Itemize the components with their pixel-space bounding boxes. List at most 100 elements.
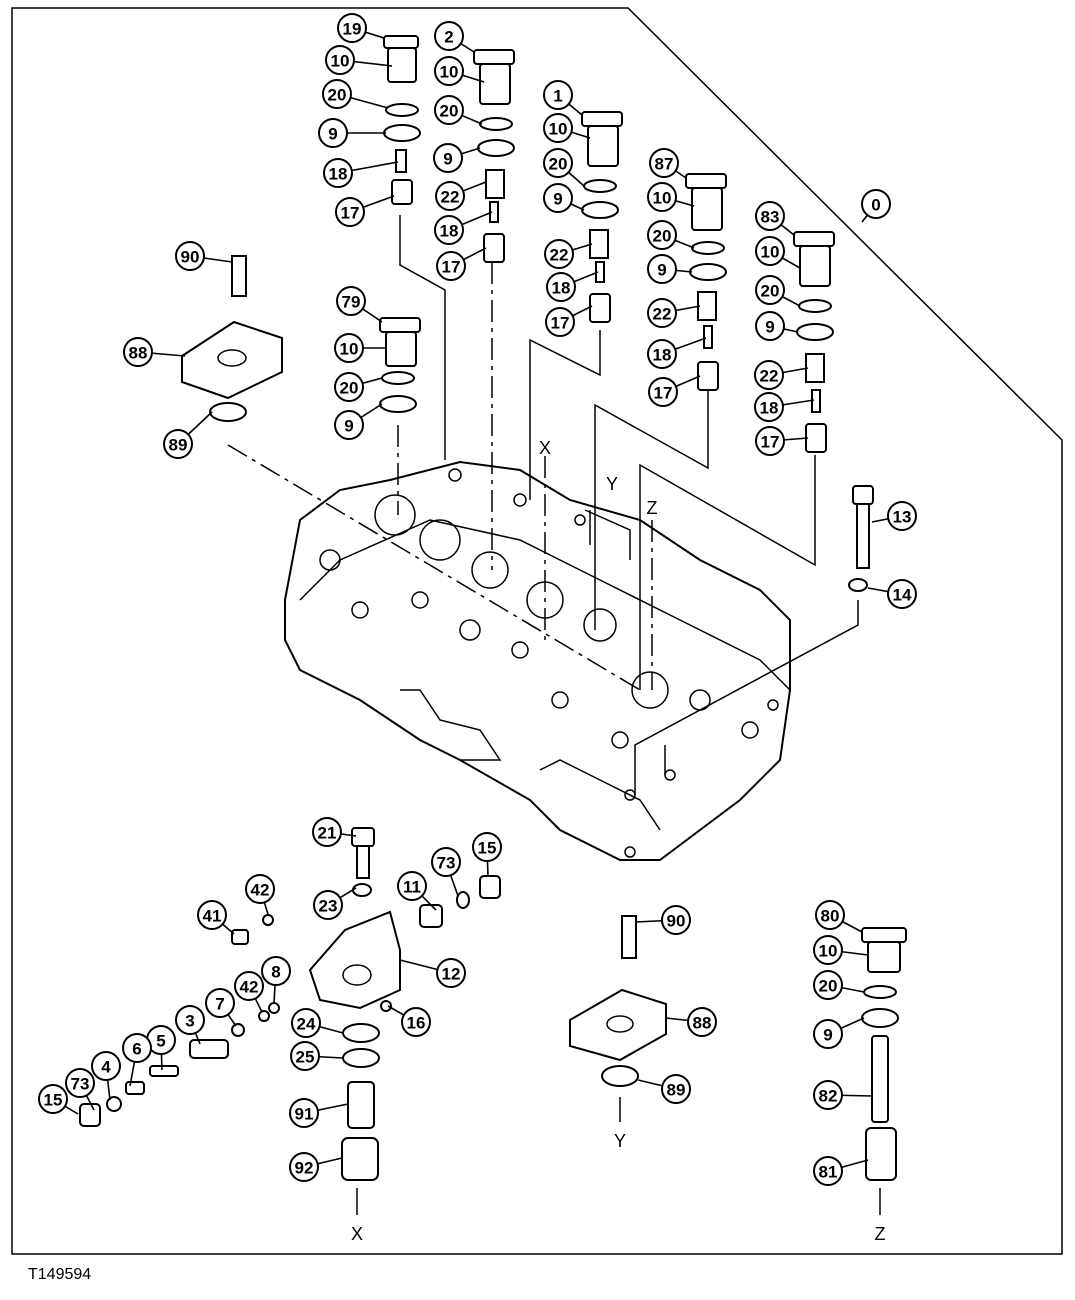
callout-circle [546, 272, 576, 302]
callout-20: 20 [813, 970, 843, 1000]
callout-label: 9 [344, 417, 353, 436]
callout-4: 4 [91, 1051, 121, 1081]
callout-label: 9 [553, 190, 562, 209]
callout-20: 20 [647, 220, 677, 250]
callout-17: 17 [335, 197, 365, 227]
callout-41: 41 [197, 900, 227, 930]
callout-label: 0 [871, 196, 880, 215]
callout-25: 25 [290, 1041, 320, 1071]
callout-10: 10 [325, 45, 355, 75]
callout-label: 10 [653, 189, 672, 208]
callout-1: 1 [543, 80, 573, 110]
callout-circle [175, 241, 205, 271]
callout-label: 22 [760, 367, 779, 386]
callout-circle [755, 311, 785, 341]
callout-circle [312, 817, 342, 847]
callout-17: 17 [648, 377, 678, 407]
callout-circle [323, 158, 353, 188]
callout-circle [325, 45, 355, 75]
callout-22: 22 [647, 298, 677, 328]
callout-92: 92 [289, 1152, 319, 1182]
callout-23: 23 [313, 890, 343, 920]
callout-83: 83 [755, 201, 785, 231]
callout-label: 20 [819, 977, 838, 996]
callout-label: 20 [653, 227, 672, 246]
callout-circle [322, 79, 352, 109]
callout-circle [334, 410, 364, 440]
callout-3: 3 [175, 1005, 205, 1035]
callout-circle [434, 215, 464, 245]
callout-label: 80 [821, 907, 840, 926]
callout-circle [313, 890, 343, 920]
callout-circle [647, 298, 677, 328]
callout-91: 91 [289, 1098, 319, 1128]
callout-circle [648, 377, 678, 407]
callout-circle [38, 1084, 68, 1114]
callout-circle [813, 1156, 843, 1186]
callout-89: 89 [163, 429, 193, 459]
callout-circle [754, 392, 784, 422]
callout-20: 20 [434, 95, 464, 125]
view-letter-y-top: Y [606, 474, 618, 494]
callout-circle [436, 251, 466, 281]
callout-circle [234, 971, 264, 1001]
callout-circle [434, 21, 464, 51]
callout-label: 41 [203, 907, 222, 926]
callout-circle [334, 333, 364, 363]
callout-label: 82 [819, 1087, 838, 1106]
callout-circle [543, 148, 573, 178]
callout-label: 16 [407, 1014, 426, 1033]
callout-label: 81 [819, 1163, 838, 1182]
callout-circle [289, 1098, 319, 1128]
callout-circle [434, 95, 464, 125]
callout-10: 10 [543, 113, 573, 143]
callout-label: 5 [156, 1032, 165, 1051]
callout-circle [661, 1074, 691, 1104]
callout-9: 9 [334, 410, 364, 440]
callout-label: 10 [440, 63, 459, 82]
callout-17: 17 [436, 251, 466, 281]
callout-label: 21 [318, 824, 337, 843]
diagram-frame [11, 7, 1063, 1255]
callout-label: 1 [553, 87, 562, 106]
callout-label: 15 [44, 1091, 63, 1110]
callout-10: 10 [755, 236, 785, 266]
callout-18: 18 [546, 272, 576, 302]
callout-label: 10 [761, 243, 780, 262]
callout-label: 91 [295, 1105, 314, 1124]
assembly-guide-lines [227, 215, 859, 795]
callout-label: 2 [444, 28, 453, 47]
callout-15: 15 [38, 1084, 68, 1114]
control-valve-body [284, 460, 791, 861]
callout-circle [543, 113, 573, 143]
callout-label: 24 [297, 1015, 316, 1034]
callout-label: 18 [653, 346, 672, 365]
callout-10: 10 [334, 333, 364, 363]
callout-label: 9 [765, 318, 774, 337]
callout-90: 90 [661, 905, 691, 935]
callout-circle [290, 1041, 320, 1071]
callout-20: 20 [334, 372, 364, 402]
callout-label: 20 [328, 86, 347, 105]
callout-circle [544, 239, 574, 269]
callout-circle [434, 56, 464, 86]
callout-9: 9 [433, 143, 463, 173]
callout-label: 17 [442, 258, 461, 277]
callout-15: 15 [472, 832, 502, 862]
callout-circle [397, 871, 427, 901]
callout-label: 88 [693, 1014, 712, 1033]
callout-circle [65, 1068, 95, 1098]
callout-82: 82 [813, 1080, 843, 1110]
callout-circle [197, 900, 227, 930]
callout-88: 88 [687, 1007, 717, 1037]
callout-87: 87 [649, 148, 679, 178]
callout-circle [661, 905, 691, 935]
callout-18: 18 [754, 392, 784, 422]
callout-11: 11 [397, 871, 427, 901]
callout-circle [291, 1008, 321, 1038]
callout-10: 10 [813, 935, 843, 965]
callout-label: 18 [329, 165, 348, 184]
callout-label: 83 [761, 208, 780, 227]
callout-18: 18 [323, 158, 353, 188]
